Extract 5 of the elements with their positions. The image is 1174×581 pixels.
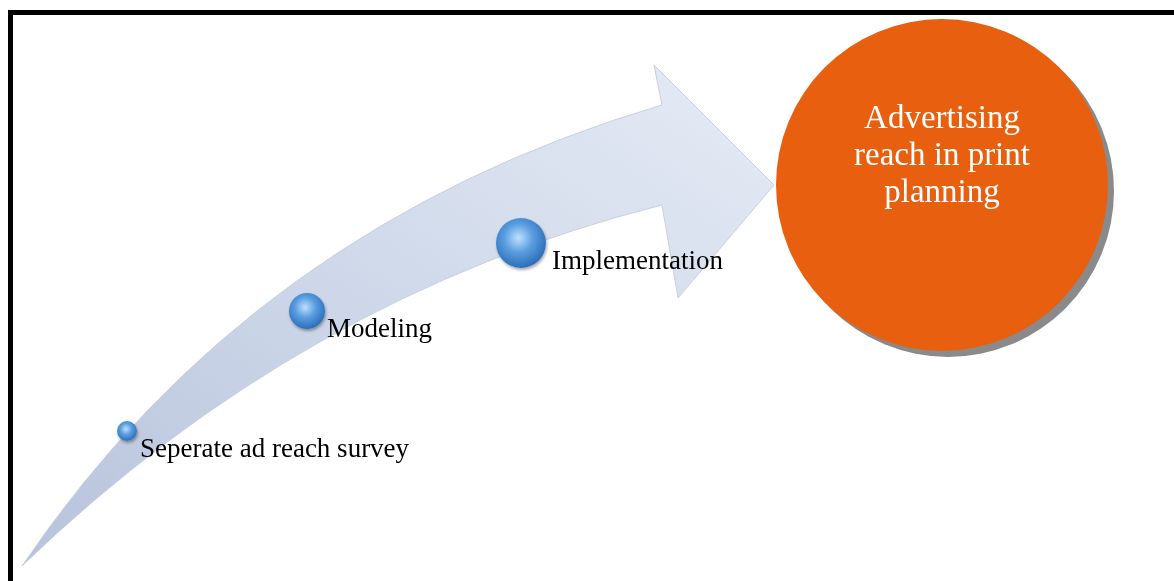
curved-block-arrow xyxy=(21,64,775,567)
step-label: Modeling xyxy=(327,312,432,344)
node-text: Advertising reach in print planning xyxy=(853,99,1031,210)
step-label: Seperate ad reach survey xyxy=(140,432,410,464)
step-label: Implementation xyxy=(552,244,723,276)
